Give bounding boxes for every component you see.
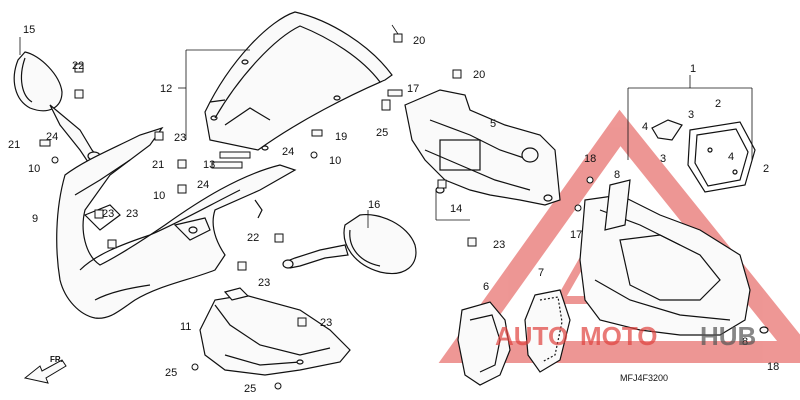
label-10a: 10 <box>28 163 40 175</box>
upper-cowl-part[interactable] <box>56 126 297 319</box>
label-3: 3 <box>688 109 694 121</box>
label-18a: 18 <box>584 153 596 165</box>
label-23f: 23 <box>493 239 505 251</box>
label-2: 2 <box>715 98 721 110</box>
seal-part[interactable] <box>687 121 756 193</box>
leader-lines <box>19 24 753 228</box>
label-25c: 25 <box>244 383 256 395</box>
label-23e: 23 <box>320 317 332 329</box>
label-1: 1 <box>690 63 696 75</box>
watermark-moto: MOTO <box>580 321 658 351</box>
label-21a: 21 <box>8 139 20 151</box>
label-24c: 24 <box>282 146 294 158</box>
label-25a: 25 <box>376 127 388 139</box>
mirror-left-part[interactable] <box>13 51 101 166</box>
label-3b: 3 <box>660 153 666 165</box>
meter-bracket-part[interactable] <box>404 89 561 206</box>
label-14: 14 <box>450 203 462 215</box>
label-8b: 8 <box>742 336 748 348</box>
watermark-hub: HUB <box>700 321 756 351</box>
label-15: 15 <box>23 24 35 36</box>
label-20a: 20 <box>413 35 425 47</box>
label-8: 8 <box>614 169 620 181</box>
front-label: FR. <box>50 355 63 364</box>
fasteners <box>39 33 594 390</box>
label-17a: 17 <box>407 83 419 95</box>
mirror-right-part[interactable] <box>282 213 417 274</box>
front-arrow: FR. <box>23 355 67 384</box>
windscreen-part[interactable] <box>204 11 393 151</box>
label-4b: 4 <box>728 151 734 163</box>
intake-cover-part[interactable] <box>457 301 511 386</box>
label-25b: 25 <box>165 367 177 379</box>
grille-part[interactable] <box>524 289 571 373</box>
inner-panel-part[interactable] <box>199 287 351 376</box>
label-24b: 24 <box>197 179 209 191</box>
label-10c: 10 <box>329 155 341 167</box>
label-23b: 23 <box>102 208 114 220</box>
label-5: 5 <box>490 118 496 130</box>
clip-part[interactable] <box>651 119 683 141</box>
label-16: 16 <box>368 199 380 211</box>
watermark-auto: AUTO <box>495 321 568 351</box>
label-2b: 2 <box>763 163 769 175</box>
label-22a: 22 <box>72 60 84 72</box>
label-12: 12 <box>160 83 172 95</box>
label-23c: 23 <box>126 208 138 220</box>
label-23a: 23 <box>174 132 186 144</box>
label-23d: 23 <box>258 277 270 289</box>
label-18b: 18 <box>767 361 779 373</box>
label-10b: 10 <box>153 190 165 202</box>
label-20b: 20 <box>473 69 485 81</box>
watermark-text: AUTO MOTO HUB <box>495 321 756 351</box>
part-labels: 1 2 2 3 3 4 4 5 6 7 8 8 9 10 10 10 11 12… <box>8 24 779 395</box>
label-22b: 22 <box>247 232 259 244</box>
label-24a: 24 <box>46 131 58 143</box>
label-7: 7 <box>538 267 544 279</box>
diagram-code: MFJ4F3200 <box>620 373 668 383</box>
air-duct-part[interactable] <box>579 179 769 336</box>
label-9: 9 <box>32 213 38 225</box>
label-11: 11 <box>180 321 191 333</box>
label-6: 6 <box>483 281 489 293</box>
label-21b: 21 <box>152 159 164 171</box>
label-4: 4 <box>642 121 648 133</box>
label-19: 19 <box>335 131 347 143</box>
label-13: 13 <box>203 159 215 171</box>
label-17b: 17 <box>570 229 582 241</box>
